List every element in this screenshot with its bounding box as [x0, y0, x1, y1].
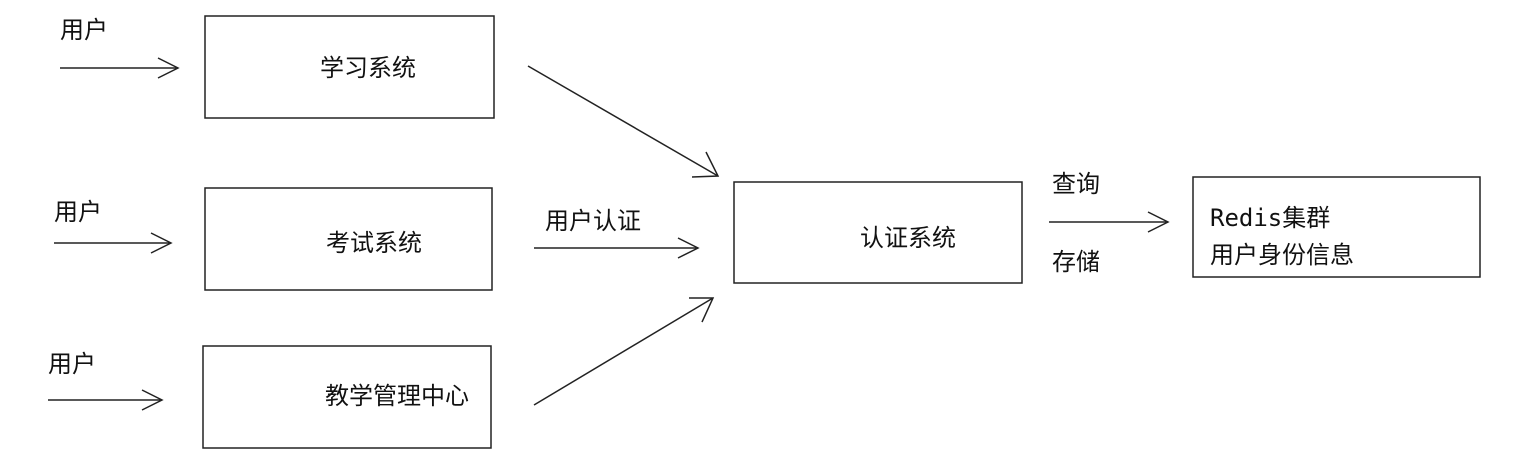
- query-label: 查询: [1052, 170, 1100, 198]
- redis-cluster-label: Redis集群: [1210, 204, 1330, 232]
- learning-system-box: 学习系统: [204, 15, 495, 119]
- user-label-2: 用户: [54, 198, 102, 226]
- redis-box: Redis集群 用户身份信息: [1192, 176, 1481, 278]
- redis-user-identity-label: 用户身份信息: [1210, 241, 1354, 269]
- learning-to-auth-arrow: [527, 65, 720, 178]
- user-entry-3: 用户: [48, 350, 164, 411]
- user-arrow-2: [54, 232, 173, 254]
- teaching-to-auth-arrow: [533, 297, 715, 406]
- exam-to-auth-arrow: 用户认证: [534, 207, 700, 259]
- user-label-3: 用户: [48, 350, 96, 378]
- user-arrow-3: [48, 389, 164, 411]
- teaching-center-box: 教学管理中心: [202, 345, 492, 449]
- user-entry-1: 用户: [60, 16, 180, 79]
- auth-to-redis-arrow: 查询 存储: [1049, 170, 1170, 276]
- user-arrow-1: [60, 57, 180, 79]
- exam-system-label: 考试系统: [326, 229, 422, 257]
- user-label-1: 用户: [60, 16, 108, 44]
- exam-system-box: 考试系统: [204, 187, 493, 291]
- teaching-center-label: 教学管理中心: [325, 382, 469, 410]
- auth-system-label: 认证系统: [860, 224, 956, 252]
- learning-system-label: 学习系统: [320, 54, 416, 82]
- auth-system-box: 认证系统: [733, 181, 1023, 284]
- user-entry-2: 用户: [54, 198, 173, 254]
- user-auth-label: 用户认证: [545, 207, 641, 235]
- store-label: 存储: [1052, 248, 1100, 276]
